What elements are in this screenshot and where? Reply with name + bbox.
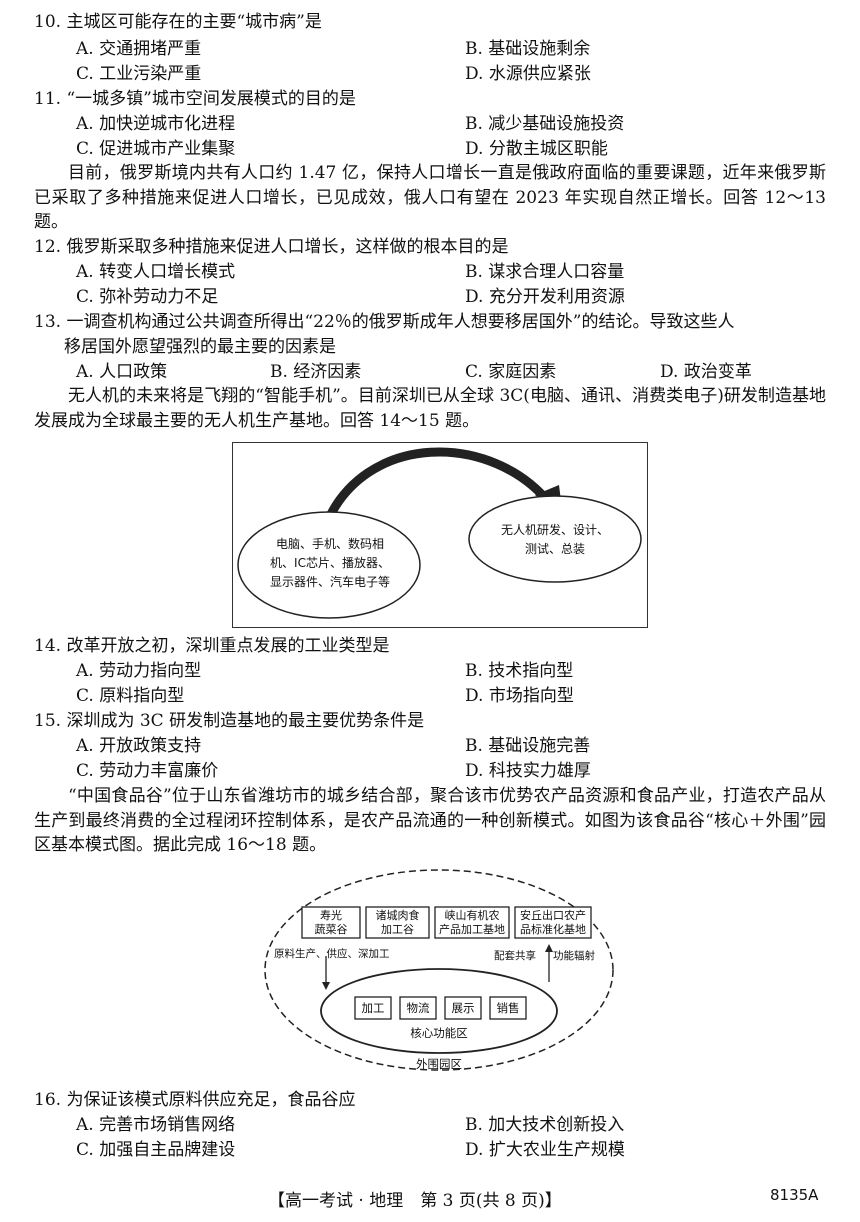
q10-option-a: A. 交通拥堵严重 — [76, 39, 202, 59]
q15-option-a: A. 开放政策支持 — [76, 736, 202, 756]
q11-option-c: C. 促进城市产业集聚 — [76, 139, 236, 159]
box2-line2: 加工谷 — [381, 923, 414, 936]
q16-option-d: D. 扩大农业生产规模 — [465, 1140, 625, 1160]
page-footer: 【高一考试 · 地理 第 3 页(共 8 页)】 — [268, 1191, 562, 1211]
q13-stem-line1: 13. 一调查机构通过公共调查所得出“22％的俄罗斯成年人想要移居国外”的结论。… — [34, 312, 735, 332]
box-anqiu — [514, 906, 592, 939]
q11-option-a: A. 加快逆城市化进程 — [76, 114, 236, 134]
supply-arrow-down-icon — [322, 982, 330, 990]
q13-option-b: B. 经济因素 — [270, 362, 362, 382]
box-xiashan — [434, 906, 510, 939]
figure1-left-line3: 显示器件、汽车电子等 — [269, 575, 390, 589]
box-zhucheng — [365, 906, 430, 939]
q16-option-a: A. 完善市场销售网络 — [76, 1115, 236, 1135]
core-box-display — [444, 996, 482, 1020]
q11-option-b: B. 减少基础设施投资 — [465, 114, 625, 134]
q12-stem: 12. 俄罗斯采取多种措施来促进人口增长，这样做的根本目的是 — [34, 237, 509, 257]
q13-option-c: C. 家庭因素 — [465, 362, 557, 382]
q15-option-b: B. 基础设施完善 — [465, 736, 591, 756]
q16-stem: 16. 为保证该模式原料供应充足，食品谷应 — [34, 1090, 356, 1110]
intro-12-13: 目前，俄罗斯境内共有人口约 1.47 亿，保持人口增长一直是俄政府面临的重要课题… — [34, 163, 826, 232]
core-box-processing — [354, 996, 392, 1020]
outer-park-label: 外围园区 — [416, 1057, 462, 1071]
sharing-label: 配套共享 — [494, 950, 536, 962]
box3-line2: 产品加工基地 — [439, 923, 505, 936]
box4-line1: 安丘出口农产 — [520, 909, 586, 922]
box1-line1: 寿光 — [320, 909, 342, 922]
figure-3c-drawing — [237, 447, 642, 619]
box3-line1: 峡山有机农 — [444, 909, 500, 922]
q13-option-a: A. 人口政策 — [76, 362, 168, 382]
q14-stem: 14. 改革开放之初，深圳重点发展的工业类型是 — [34, 636, 390, 656]
box2-line1: 诸城肉食 — [375, 909, 420, 922]
radiation-label: 功能辐射 — [553, 950, 595, 962]
q15-option-d: D. 科技实力雄厚 — [465, 761, 591, 781]
q11-stem: 11. “一城多镇”城市空间发展模式的目的是 — [34, 89, 356, 109]
q14-option-d: D. 市场指向型 — [465, 686, 574, 706]
core-box-sales — [489, 996, 527, 1020]
q12-option-a: A. 转变人口增长模式 — [76, 262, 236, 282]
box1-line2: 蔬菜谷 — [314, 923, 348, 936]
q12-option-b: B. 谋求合理人口容量 — [465, 262, 625, 282]
q11-option-d: D. 分散主城区职能 — [465, 139, 608, 159]
left-ellipse — [237, 511, 421, 619]
q10-option-b: B. 基础设施剩余 — [465, 39, 591, 59]
arrow-curve — [320, 447, 555, 529]
core-item-sales: 销售 — [496, 1001, 520, 1015]
core-item-display: 展示 — [451, 1001, 475, 1015]
q16-option-c: C. 加强自主品牌建设 — [76, 1140, 236, 1160]
q16-option-b: B. 加大技术创新投入 — [465, 1115, 625, 1135]
figure1-left-line1: 电脑、手机、数码相 — [275, 537, 384, 551]
core-area-ellipse — [320, 968, 558, 1054]
core-item-logistics: 物流 — [406, 1001, 430, 1015]
q13-option-d: D. 政治变革 — [660, 362, 752, 382]
core-area-label: 核心功能区 — [410, 1026, 468, 1040]
q15-stem: 15. 深圳成为 3C 研发制造基地的最主要优势条件是 — [34, 711, 425, 731]
intro-14-15: 无人机的未来将是飞翔的“智能手机”。目前深圳已从全球 3C(电脑、通讯、消费类电… — [34, 386, 826, 431]
exam-code: 8135A — [770, 1186, 819, 1204]
q14-option-b: B. 技术指向型 — [465, 661, 574, 681]
q12-option-c: C. 弥补劳动力不足 — [76, 287, 219, 307]
right-ellipse — [468, 495, 642, 583]
core-box-logistics — [399, 996, 437, 1020]
q13-stem-line2: 移居国外愿望强烈的最主要的因素是 — [64, 337, 336, 357]
figure-food-valley-drawing — [264, 869, 614, 1071]
figure1-right-line1: 无人机研发、设计、 — [500, 523, 609, 537]
q14-option-a: A. 劳动力指向型 — [76, 661, 202, 681]
q14-option-c: C. 原料指向型 — [76, 686, 185, 706]
core-item-processing: 加工 — [361, 1001, 385, 1015]
q15-option-c: C. 劳动力丰富廉价 — [76, 761, 219, 781]
q10-stem: 10. 主城区可能存在的主要“城市病”是 — [34, 12, 322, 32]
supply-label: 原料生产、供应、深加工 — [274, 948, 390, 960]
figure1-left-line2: 机、IC芯片、播放器、 — [270, 556, 390, 570]
radiate-arrow-up-icon — [545, 944, 553, 952]
figure1-right-line2: 测试、总装 — [524, 542, 585, 556]
q10-option-c: C. 工业污染严重 — [76, 64, 202, 84]
q10-option-d: D. 水源供应紧张 — [465, 64, 591, 84]
figure-food-valley-model: 寿光 蔬菜谷 诸城肉食 加工谷 峡山有机农 产品加工基地 安丘出口农产 品标准化… — [262, 866, 616, 1078]
box-shouguang — [301, 906, 361, 939]
q12-option-d: D. 充分开发利用资源 — [465, 287, 625, 307]
figure-3c-to-drone: 电脑、手机、数码相 机、IC芯片、播放器、 显示器件、汽车电子等 无人机研发、设… — [232, 442, 648, 628]
intro-16-18: “中国食品谷”位于山东省潍坊市的城乡结合部，聚合该市优势农产品资源和食品产业，打… — [34, 786, 826, 855]
box4-line2: 品标准化基地 — [520, 923, 586, 936]
